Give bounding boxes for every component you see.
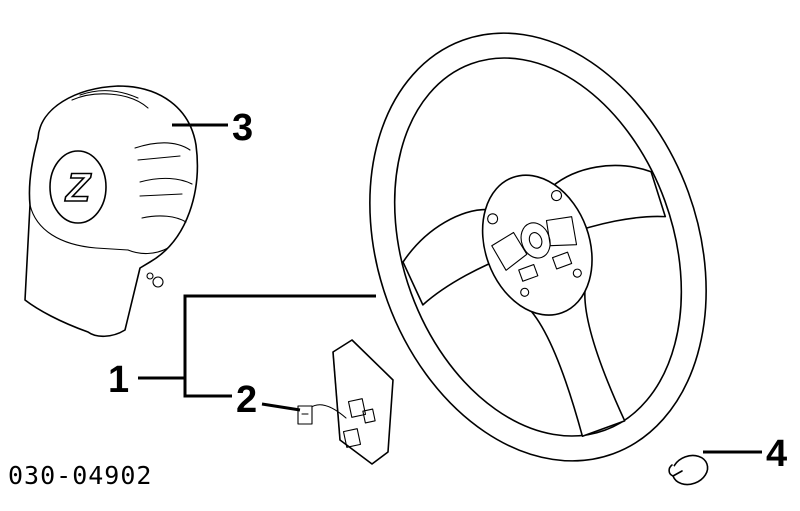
- hub: [481, 174, 593, 316]
- clip-part: [668, 454, 709, 486]
- leader-lines: [138, 123, 762, 454]
- callout-4: 4: [766, 433, 787, 475]
- callout-2: 2: [236, 379, 257, 421]
- steering-switch: [297, 339, 394, 465]
- callout-1: 1: [108, 359, 129, 401]
- connector: [297, 405, 313, 425]
- emblem-letter: Z: [65, 166, 92, 210]
- emblem-ring: [49, 150, 107, 224]
- airbag-module: Z: [24, 85, 199, 338]
- steering-wheel: [369, 32, 707, 462]
- callout-3: 3: [232, 107, 253, 149]
- diagram-part-number: 030-04902: [8, 461, 152, 490]
